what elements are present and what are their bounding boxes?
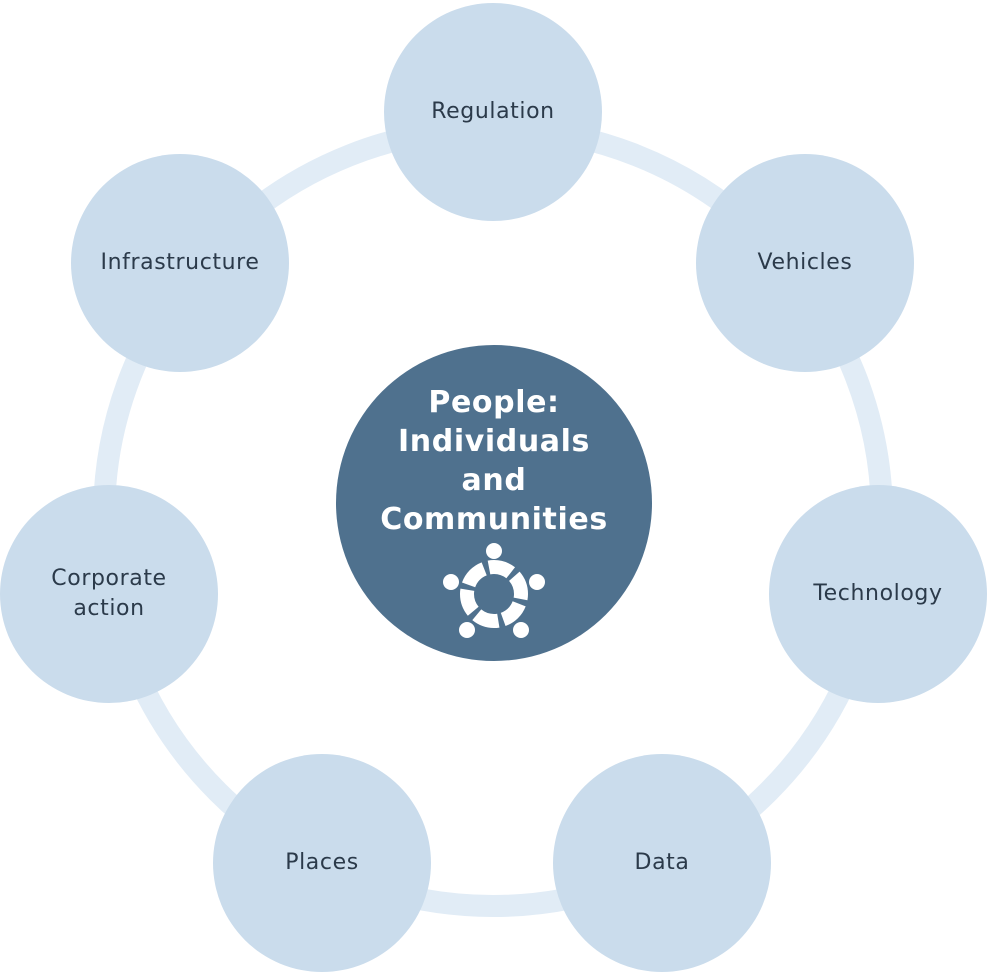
node-technology: Technology	[769, 485, 987, 703]
node-label: Corporate action	[51, 566, 167, 621]
node-label: Infrastructure	[100, 250, 260, 275]
node-regulation: Regulation	[384, 3, 602, 221]
node-data: Data	[553, 754, 771, 972]
node-vehicles: Vehicles	[696, 154, 914, 372]
node-label: Places	[285, 850, 359, 875]
node-places: Places	[213, 754, 431, 972]
node-infrastructure: Infrastructure	[71, 154, 289, 372]
community-people-circle-icon	[443, 543, 545, 638]
node-label: Regulation	[431, 99, 555, 124]
center-node: People: Individuals and Communities	[336, 345, 652, 661]
node-corporate-action: Corporate action	[0, 485, 218, 703]
node-label: Technology	[813, 581, 943, 606]
center-title: People: Individuals and Communities	[380, 385, 608, 537]
node-label: Data	[634, 850, 690, 875]
node-label: Vehicles	[757, 250, 853, 275]
